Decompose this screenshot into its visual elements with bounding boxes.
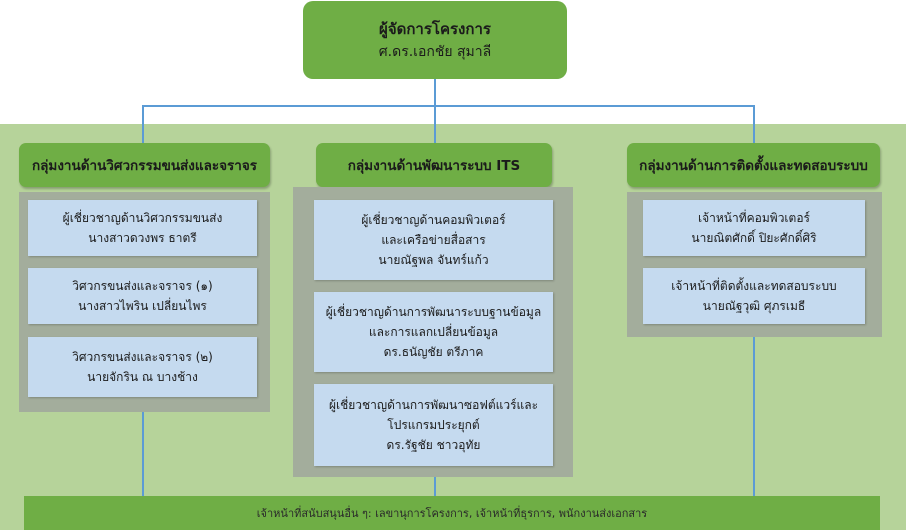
member-role-cont: และเครือข่ายสื่อสาร [381,233,486,247]
member-card-computer-network-expert: ผู้เชี่ยวชาญด้านคอมพิวเตอร์ และเครือข่าย… [314,200,553,280]
support-staff-bar: เจ้าหน้าที่สนับสนุนอื่น ๆ: เลขานุการโครง… [24,496,880,530]
project-manager-title: ผู้จัดการโครงการ [379,20,491,38]
member-name: นายณิตศักดิ์ ปิยะศักดิ์ศิริ [691,231,817,245]
member-role: ผู้เชี่ยวชาญด้านคอมพิวเตอร์ [361,213,506,227]
member-card-traffic-engineer-2: วิศวกรขนส่งและจราจร (๒) นายจักริน ณ บางช… [28,337,257,397]
connector-center-drop [434,105,436,143]
member-name: ดร.ธนัญชัย ตรีภาค [383,345,484,359]
member-role: ผู้เชี่ยวชาญด้านวิศวกรรมขนส่ง [62,211,223,225]
connector-left-drop [142,105,144,144]
group-header-installation-testing: กลุ่มงานด้านการติดตั้งและทดสอบระบบ [627,143,880,187]
group-header-its-development: กลุ่มงานด้านพัฒนาระบบ ITS [316,143,552,187]
project-manager-name: ศ.ดร.เอกชัย สุมาลี [378,44,492,60]
member-role: วิศวกรขนส่งและจราจร (๑) [72,279,213,293]
member-name: นายณัฐพล จันทร์แก้ว [378,253,489,267]
member-name: นางสาวไพริน เปลี่ยนไพร [78,299,207,313]
group-header-transport-engineering: กลุ่มงานด้านวิศวกรรมขนส่งและจราจร [19,143,270,187]
member-role: วิศวกรขนส่งและจราจร (๒) [72,350,213,364]
member-role-cont: และการแลกเปลี่ยนข้อมูล [368,325,499,339]
project-manager-box: ผู้จัดการโครงการ ศ.ดร.เอกชัย สุมาลี [303,1,567,79]
member-role-cont: โปรแกรมประยุกต์ [387,418,480,432]
member-card-software-expert: ผู้เชี่ยวชาญด้านการพัฒนาซอฟต์แวร์และ โปร… [314,384,553,466]
connector-center-footer [434,476,436,496]
connector-right-footer [753,336,755,496]
connector-horizontal [142,105,754,107]
member-card-traffic-engineer-1: วิศวกรขนส่งและจราจร (๑) นางสาวไพริน เปลี… [28,268,257,324]
member-role: เจ้าหน้าที่คอมพิวเตอร์ [698,211,810,225]
member-role: ผู้เชี่ยวชาญด้านการพัฒนาระบบฐานข้อมูล [325,305,542,319]
member-role: เจ้าหน้าที่ติดตั้งและทดสอบระบบ [671,279,837,293]
member-card-computer-officer: เจ้าหน้าที่คอมพิวเตอร์ นายณิตศักดิ์ ปิยะ… [643,200,865,256]
connector-trunk [434,79,436,106]
member-card-transport-expert: ผู้เชี่ยวชาญด้านวิศวกรรมขนส่ง นางสาวดวงพ… [28,200,257,256]
connector-left-footer [142,410,144,496]
member-name: ดร.รัฐชัย ชาวอุทัย [386,438,481,452]
connector-right-drop [753,105,755,143]
member-card-installation-officer: เจ้าหน้าที่ติดตั้งและทดสอบระบบ นายณัฐวุฒ… [643,268,865,324]
member-card-database-expert: ผู้เชี่ยวชาญด้านการพัฒนาระบบฐานข้อมูล แล… [314,292,553,372]
member-name: นายจักริน ณ บางช้าง [87,370,198,384]
member-name: นางสาวดวงพร ธาตรี [88,231,197,245]
member-role: ผู้เชี่ยวชาญด้านการพัฒนาซอฟต์แวร์และ [328,398,539,412]
member-name: นายณัฐวุฒิ ศุภรเมธี [702,299,806,313]
